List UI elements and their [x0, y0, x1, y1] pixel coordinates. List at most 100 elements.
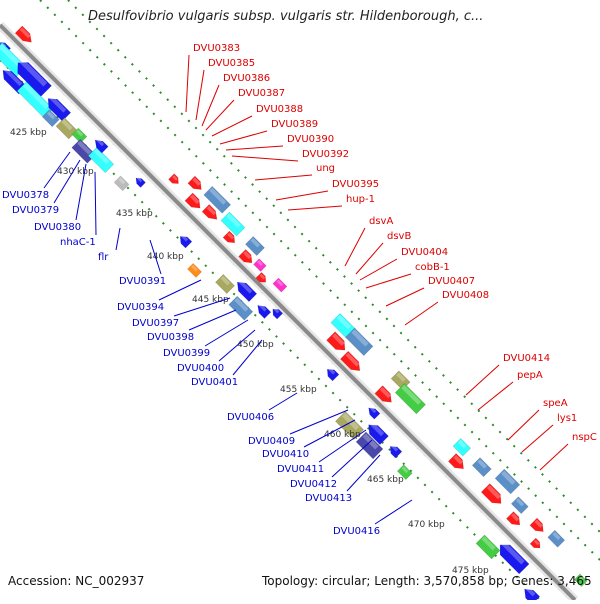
forward-gene-21[interactable] — [452, 437, 472, 457]
reverse-gene-19[interactable] — [228, 295, 254, 321]
reverse-gene-18[interactable] — [233, 278, 258, 302]
forward-gene-11[interactable] — [253, 258, 267, 272]
reverse-label-leader — [303, 419, 356, 448]
forward-gene-label[interactable]: DVU0388 — [256, 104, 303, 115]
reverse-gene-label[interactable]: DVU0380 — [34, 222, 81, 233]
forward-gene-label[interactable]: DVU0387 — [238, 88, 285, 99]
reverse-gene-14[interactable] — [134, 175, 146, 188]
reverse-gene-24[interactable] — [364, 421, 389, 446]
forward-gene-label[interactable]: lys1 — [557, 413, 577, 424]
forward-label-leader — [275, 190, 329, 201]
forward-gene-label[interactable]: DVU0389 — [271, 119, 318, 130]
reverse-gene-label[interactable]: DVU0378 — [2, 190, 49, 201]
reverse-gene-12[interactable] — [92, 137, 109, 154]
forward-gene-31[interactable] — [573, 573, 588, 588]
reverse-label-leader — [115, 227, 121, 251]
reverse-gene-label[interactable]: DVU0399 — [163, 348, 210, 359]
reverse-gene-20[interactable] — [255, 302, 272, 319]
forward-gene-label[interactable]: DVU0395 — [332, 179, 379, 190]
forward-gene-25[interactable] — [480, 483, 505, 508]
reverse-gene-label[interactable]: DVU0411 — [277, 464, 324, 475]
forward-gene-label[interactable]: DVU0390 — [287, 134, 334, 145]
reverse-gene-label[interactable]: DVU0401 — [191, 377, 238, 388]
reverse-gene-label[interactable]: DVU0406 — [227, 412, 274, 423]
forward-gene-19[interactable] — [374, 385, 396, 407]
forward-gene-6[interactable] — [201, 204, 220, 222]
forward-gene-label[interactable]: dsvA — [369, 216, 393, 227]
reverse-gene-label[interactable]: DVU0412 — [290, 479, 337, 490]
forward-gene-label[interactable]: cobB-1 — [415, 262, 450, 273]
reverse-gene-label[interactable]: DVU0391 — [119, 276, 166, 287]
forward-gene-label[interactable]: ung — [316, 163, 335, 174]
reverse-gene-label[interactable]: DVU0400 — [177, 363, 224, 374]
forward-gene-label[interactable]: DVU0407 — [428, 276, 475, 287]
reverse-gene-label[interactable]: DVU0394 — [117, 302, 164, 313]
forward-gene-24[interactable] — [494, 468, 521, 495]
reverse-gene-label[interactable]: nhaC-1 — [60, 237, 96, 248]
forward-gene-20[interactable] — [394, 382, 427, 415]
forward-gene-13[interactable] — [272, 277, 288, 293]
reverse-gene-15[interactable] — [177, 233, 193, 249]
forward-label-leader — [205, 99, 235, 131]
forward-gene-label[interactable]: DVU0392 — [302, 149, 349, 160]
reverse-gene-27[interactable] — [387, 443, 403, 459]
forward-gene-23[interactable] — [471, 457, 492, 478]
forward-gene-10[interactable] — [238, 249, 256, 266]
forward-gene-label[interactable]: DVU0408 — [442, 290, 489, 301]
reverse-gene-28[interactable] — [396, 464, 413, 481]
forward-gene-1[interactable] — [14, 25, 35, 46]
forward-gene-15[interactable] — [326, 331, 350, 355]
reverse-gene-label[interactable]: DVU0410 — [262, 449, 309, 460]
reverse-gene-13[interactable] — [113, 175, 130, 192]
reverse-gene-30[interactable] — [495, 540, 530, 575]
reverse-gene-label[interactable]: DVU0397 — [132, 318, 179, 329]
reverse-gene-22[interactable] — [324, 366, 340, 382]
forward-gene-26[interactable] — [510, 496, 529, 515]
reverse-gene-29[interactable] — [475, 534, 501, 560]
reverse-gene-7[interactable] — [41, 109, 60, 128]
reverse-gene-23[interactable] — [366, 405, 381, 420]
reverse-gene-11[interactable] — [87, 146, 115, 174]
reverse-gene-label[interactable]: DVU0379 — [12, 205, 59, 216]
kbp-tick-label: 440 kbp — [147, 252, 184, 262]
forward-gene-2[interactable] — [168, 173, 182, 187]
forward-gene-label[interactable]: hup-1 — [346, 194, 375, 205]
reverse-gene-25[interactable] — [334, 410, 365, 441]
forward-gene-27[interactable] — [505, 511, 523, 529]
reverse-gene-label[interactable]: flr — [98, 252, 109, 263]
reverse-gene-21[interactable] — [270, 306, 284, 320]
forward-gene-label[interactable]: pepA — [517, 370, 543, 381]
forward-gene-8[interactable] — [222, 230, 238, 246]
reverse-gene-17[interactable] — [215, 274, 235, 294]
reverse-gene-label[interactable]: DVU0409 — [248, 436, 295, 447]
forward-gene-label[interactable]: DVU0385 — [208, 58, 255, 69]
forward-gene-label[interactable]: DVU0386 — [223, 73, 270, 84]
reverse-gene-label[interactable]: DVU0416 — [333, 526, 380, 537]
forward-gene-16[interactable] — [345, 327, 374, 356]
forward-gene-label[interactable]: dsvB — [387, 231, 411, 242]
forward-gene-9[interactable] — [245, 236, 265, 256]
reverse-gene-8[interactable] — [55, 117, 78, 140]
forward-gene-17[interactable] — [339, 350, 363, 374]
reverse-gene-label[interactable]: DVU0413 — [305, 493, 352, 504]
forward-gene-4[interactable] — [184, 192, 204, 212]
forward-gene-12[interactable] — [255, 271, 269, 285]
forward-label-leader — [385, 287, 425, 307]
forward-gene-label[interactable]: DVU0404 — [401, 247, 448, 258]
forward-gene-label[interactable]: nspC — [572, 432, 597, 443]
forward-gene-22[interactable] — [447, 453, 467, 473]
forward-gene-label[interactable]: DVU0383 — [193, 43, 240, 54]
reverse-gene-10[interactable] — [71, 138, 97, 164]
forward-gene-3[interactable] — [187, 175, 205, 193]
forward-gene-5[interactable] — [203, 185, 232, 214]
forward-gene-label[interactable]: DVU0414 — [503, 353, 550, 364]
reverse-gene-16[interactable] — [187, 262, 203, 278]
reverse-gene-label[interactable]: DVU0398 — [147, 332, 194, 343]
forward-gene-29[interactable] — [529, 537, 543, 551]
forward-gene-7[interactable] — [220, 211, 246, 237]
forward-gene-28[interactable] — [529, 517, 547, 535]
forward-gene-label[interactable]: speA — [543, 398, 568, 409]
forward-gene-30[interactable] — [547, 529, 566, 548]
reverse-gene-4[interactable] — [13, 57, 52, 97]
kbp-tick-label: 465 kbp — [367, 475, 404, 485]
